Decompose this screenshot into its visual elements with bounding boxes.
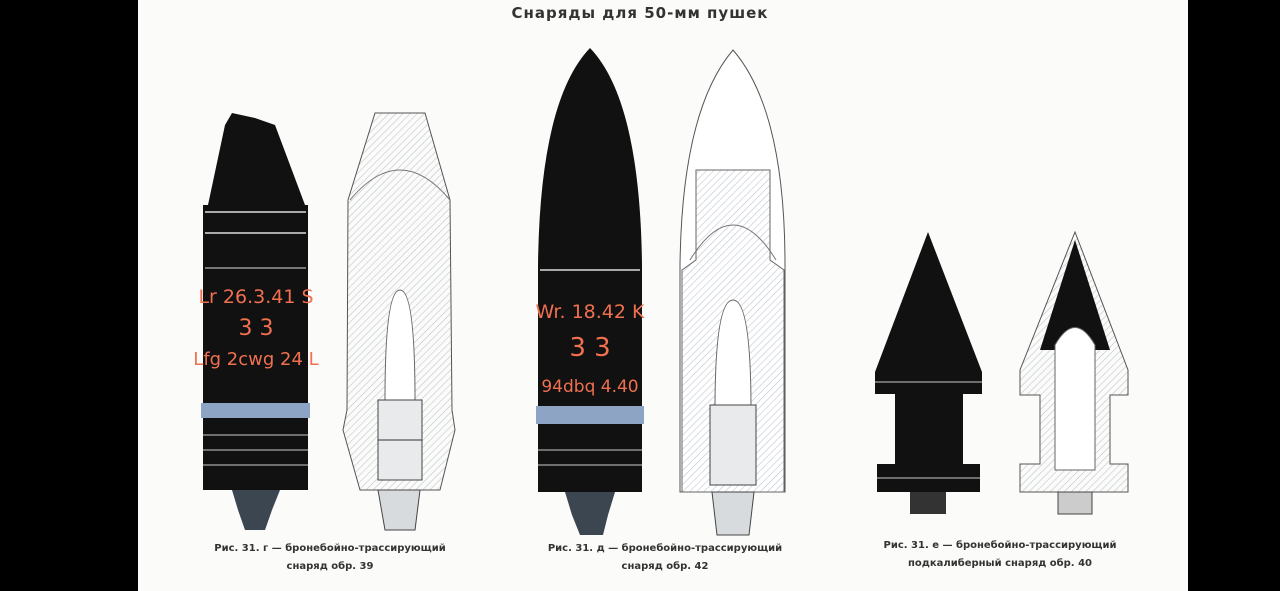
book-page <box>138 0 1188 591</box>
page-title: Снаряды для 50-мм пушек <box>511 4 769 22</box>
marking-line-3: Lfg 2cwg 24 L <box>193 349 318 370</box>
caption-fig-31e: Рис. 31. е — бронебойно-трассирующий под… <box>850 537 1150 573</box>
caption-line: снаряд обр. 39 <box>286 561 374 572</box>
tracer-base <box>565 492 615 535</box>
shell-40-exterior <box>875 232 982 514</box>
caption-fig-31d: Рис. 31. д — бронебойно-трассирующий сна… <box>515 540 815 576</box>
tracer-base <box>232 490 280 530</box>
marking-line-1: Wr. 18.42 K <box>536 301 646 323</box>
shell-42-cutaway <box>679 49 786 536</box>
caption-line: снаряд обр. 42 <box>621 561 709 572</box>
caption-line: подкалиберный снаряд обр. 40 <box>907 558 1092 569</box>
shell-42-exterior: Wr. 18.42 K 3 3 94dbq 4.40 <box>536 48 646 535</box>
shell-39-exterior: Lr 26.3.41 S 3 3 Lfg 2cwg 24 L <box>193 113 319 530</box>
caption-line: Рис. 31. г — бронебойно-трассирующий <box>214 543 446 554</box>
shell-39-cutaway <box>342 112 456 531</box>
shell-40-cutaway <box>1019 230 1129 515</box>
marking-line-2: 3 3 <box>239 316 274 341</box>
marking-line-1: Lr 26.3.41 S <box>198 286 313 308</box>
marking-line-3: 94dbq 4.40 <box>541 377 638 397</box>
driving-band <box>536 406 644 424</box>
caption-line: Рис. 31. д — бронебойно-трассирующий <box>547 543 783 554</box>
caption-line: Рис. 31. е — бронебойно-трассирующий <box>883 540 1117 551</box>
marking-line-2: 3 3 <box>569 333 610 363</box>
driving-band <box>201 403 310 418</box>
caption-fig-31g: Рис. 31. г — бронебойно-трассирующий сна… <box>180 540 480 576</box>
